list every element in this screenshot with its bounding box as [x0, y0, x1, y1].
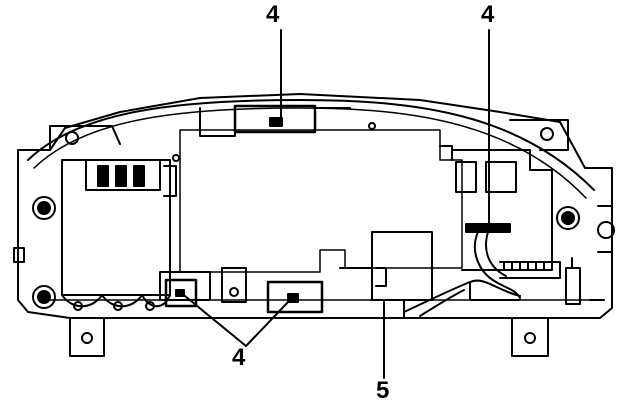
- circuit-board-center: [172, 122, 463, 273]
- connector-bottom-center: [266, 280, 324, 314]
- callout-4-right: 4: [481, 1, 495, 28]
- side-boss-left: [13, 196, 56, 309]
- circuit-board-left: [61, 159, 177, 311]
- mounting-ear-top-left: [49, 125, 121, 151]
- mounting-ear-bottom-right: [511, 317, 549, 357]
- mounting-ear-bottom-left: [69, 317, 105, 357]
- callout-5: 5: [376, 377, 390, 404]
- callout-4-top: 4: [266, 1, 280, 28]
- gauge-module-right: [451, 149, 561, 299]
- callout-4-bottom: 4: [232, 344, 246, 371]
- side-boss-right: [556, 205, 615, 253]
- lower-right-wiring: [403, 257, 605, 317]
- leader-lines: [179, 29, 490, 379]
- mounting-ear-top-right: [509, 119, 569, 151]
